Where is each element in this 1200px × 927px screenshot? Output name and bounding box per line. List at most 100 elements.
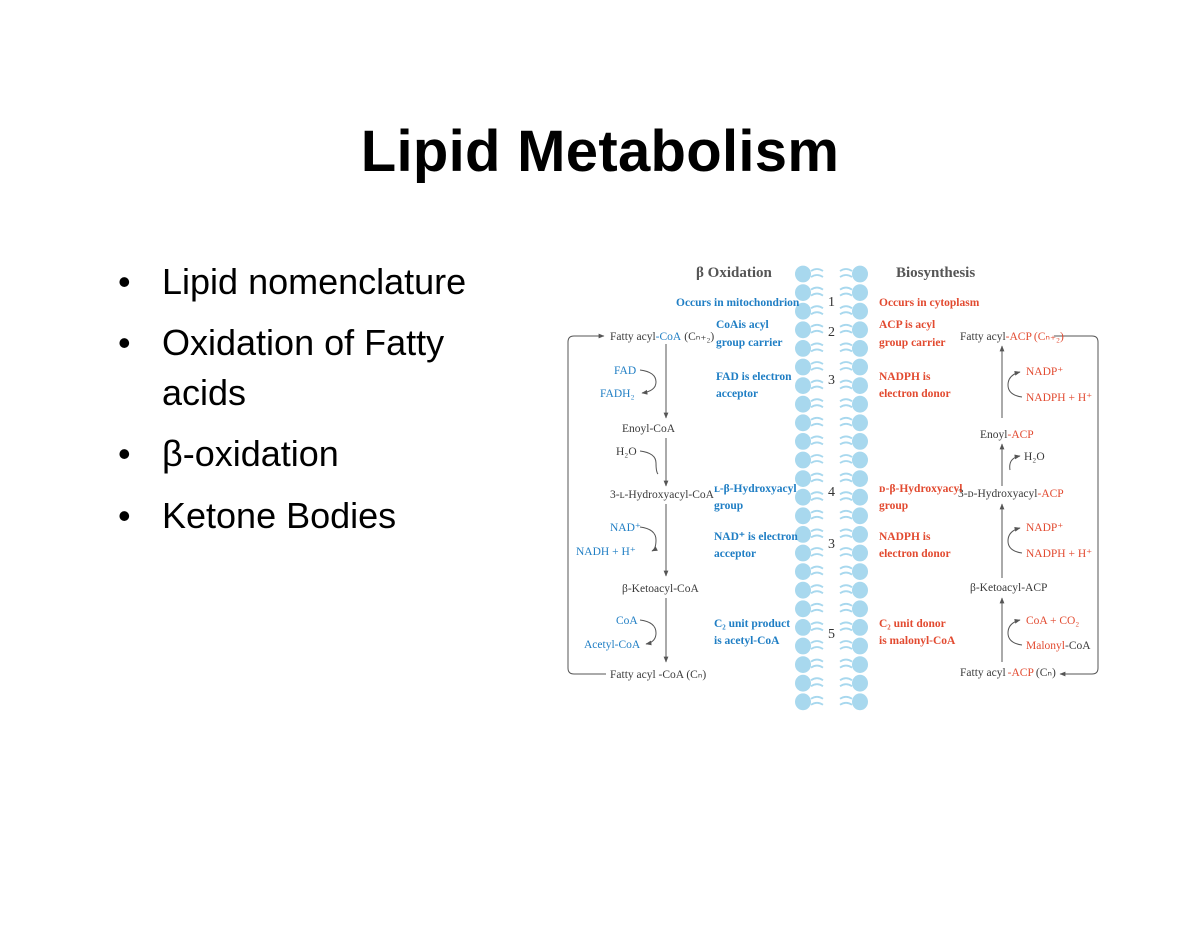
bio-h2o-curve-arrow bbox=[1009, 454, 1021, 471]
membrane-tail bbox=[810, 534, 824, 539]
ox-fad: FAD bbox=[614, 365, 636, 377]
bullet-item: •Oxidation of Fatty acids bbox=[118, 318, 538, 418]
bio-malonyl: Malonyl-CoA bbox=[1026, 640, 1091, 652]
membrane-tail bbox=[839, 621, 853, 626]
membrane-head bbox=[795, 563, 811, 580]
membrane-tail bbox=[810, 379, 824, 384]
membrane-head bbox=[795, 488, 811, 506]
membrane-tail bbox=[839, 602, 853, 607]
bio-enoyl: Enoyl-ACP bbox=[980, 429, 1034, 441]
membrane-tail bbox=[810, 677, 824, 681]
row-right-line: ACP is acyl bbox=[879, 319, 935, 331]
membrane-head bbox=[852, 563, 868, 580]
membrane-head bbox=[852, 656, 868, 673]
membrane-head bbox=[852, 600, 868, 618]
membrane-tail bbox=[839, 677, 853, 681]
ox-nadh: NADH + H⁺ bbox=[576, 546, 636, 558]
membrane-head bbox=[852, 451, 868, 469]
row-left-line: group carrier bbox=[716, 337, 783, 349]
membrane-tail bbox=[839, 646, 853, 650]
membrane-head bbox=[852, 358, 868, 376]
membrane-head bbox=[852, 619, 868, 636]
membrane-head bbox=[795, 581, 811, 599]
ox-nad: NAD⁺ bbox=[610, 522, 641, 534]
membrane-tail bbox=[839, 534, 853, 539]
membrane-tail bbox=[839, 348, 853, 353]
ox-fadh2: FADH₂ bbox=[600, 388, 634, 400]
biosynthesis-cycle: Fatty acyl-ACP(Cₙ₊₂) NADP⁺ NADPH + H⁺ En… bbox=[958, 331, 1099, 679]
membrane-tail bbox=[839, 274, 853, 278]
membrane-tail bbox=[839, 385, 853, 390]
membrane-tail bbox=[810, 323, 824, 328]
membrane-tail bbox=[839, 584, 853, 588]
membrane-head bbox=[795, 674, 811, 692]
membrane-tail bbox=[810, 664, 824, 669]
membrane-tail bbox=[810, 422, 824, 427]
membrane-head bbox=[852, 414, 868, 432]
membrane-tail bbox=[839, 268, 853, 272]
membrane-tail bbox=[810, 701, 824, 706]
membrane-tail bbox=[810, 361, 824, 365]
bio-ketoacyl: β-Ketoacyl-ACP bbox=[970, 582, 1047, 594]
membrane-tail bbox=[810, 571, 824, 576]
slide-title: Lipid Metabolism bbox=[360, 119, 840, 184]
membrane-tail bbox=[810, 621, 824, 626]
membrane-tail bbox=[839, 454, 853, 458]
row-right-line: is malonyl-CoA bbox=[879, 635, 956, 647]
membrane-tail bbox=[810, 441, 824, 446]
membrane-head bbox=[795, 526, 811, 543]
membrane-head bbox=[852, 507, 868, 525]
membrane-tail bbox=[810, 509, 824, 514]
membrane-head bbox=[795, 619, 811, 636]
comparison-row: CoAis acyl group carrier 2 ACP is acyl g… bbox=[716, 319, 946, 349]
bio-nadph-curve-arrow bbox=[1007, 526, 1023, 554]
row-number: 4 bbox=[828, 485, 835, 500]
bullet-list: •Lipid nomenclature •Oxidation of Fatty … bbox=[118, 256, 538, 552]
membrane-tail bbox=[839, 590, 853, 594]
bio-nadph-1: NADPH + H⁺ bbox=[1026, 392, 1092, 404]
membrane-tail bbox=[839, 509, 853, 514]
membrane-tail bbox=[839, 323, 853, 328]
membrane-tail bbox=[810, 602, 824, 607]
membrane-tail bbox=[839, 640, 853, 644]
membrane-tail bbox=[839, 398, 853, 402]
membrane-head bbox=[795, 358, 811, 376]
membrane-tail bbox=[839, 664, 853, 669]
row-left-line: C₂ unit product bbox=[714, 618, 790, 630]
membrane-head bbox=[852, 395, 868, 413]
membrane-head bbox=[852, 321, 868, 339]
membrane-tail bbox=[839, 547, 853, 551]
membrane-head bbox=[795, 414, 811, 432]
bullet-text: β-oxidation bbox=[162, 433, 339, 474]
row-left-line: ʟ-β-Hydroxyacyl bbox=[714, 483, 797, 495]
ox-fatty-acyl-bottom: Fatty acyl -CoA (Cₙ) bbox=[610, 669, 706, 681]
membrane-tail bbox=[839, 528, 853, 533]
ox-acetyl-coa: Acetyl-CoA bbox=[584, 639, 641, 651]
membrane-tail bbox=[810, 478, 824, 483]
membrane-tail bbox=[839, 329, 853, 334]
membrane-tail bbox=[810, 460, 824, 464]
row-left-line: group bbox=[714, 500, 743, 512]
membrane-head bbox=[852, 340, 868, 357]
bullet-text: Lipid nomenclature bbox=[162, 261, 467, 302]
ox-nad-curve-arrow bbox=[639, 526, 658, 552]
comparison-row: FAD is electron acceptor 3 NADPH is elec… bbox=[716, 371, 951, 400]
membrane-head bbox=[795, 377, 811, 394]
membrane-head bbox=[795, 451, 811, 469]
membrane-tail bbox=[810, 342, 824, 347]
membrane-head bbox=[852, 526, 868, 543]
membrane-head bbox=[795, 637, 811, 655]
membrane-tail bbox=[839, 311, 853, 315]
cycle-return-arrow bbox=[1054, 335, 1099, 677]
row-right-line: NADPH is bbox=[879, 531, 931, 543]
membrane-head bbox=[795, 544, 811, 562]
row-right-line: C₂ unit donor bbox=[879, 618, 946, 630]
membrane-head bbox=[795, 395, 811, 413]
membrane-tail bbox=[810, 640, 824, 644]
membrane-tail bbox=[810, 348, 824, 353]
membrane-head bbox=[852, 544, 868, 562]
bio-nadph-curve-arrow bbox=[1007, 370, 1023, 398]
ox-coa: CoA bbox=[616, 615, 638, 627]
membrane-tail bbox=[810, 590, 824, 594]
membrane-head bbox=[852, 674, 868, 692]
